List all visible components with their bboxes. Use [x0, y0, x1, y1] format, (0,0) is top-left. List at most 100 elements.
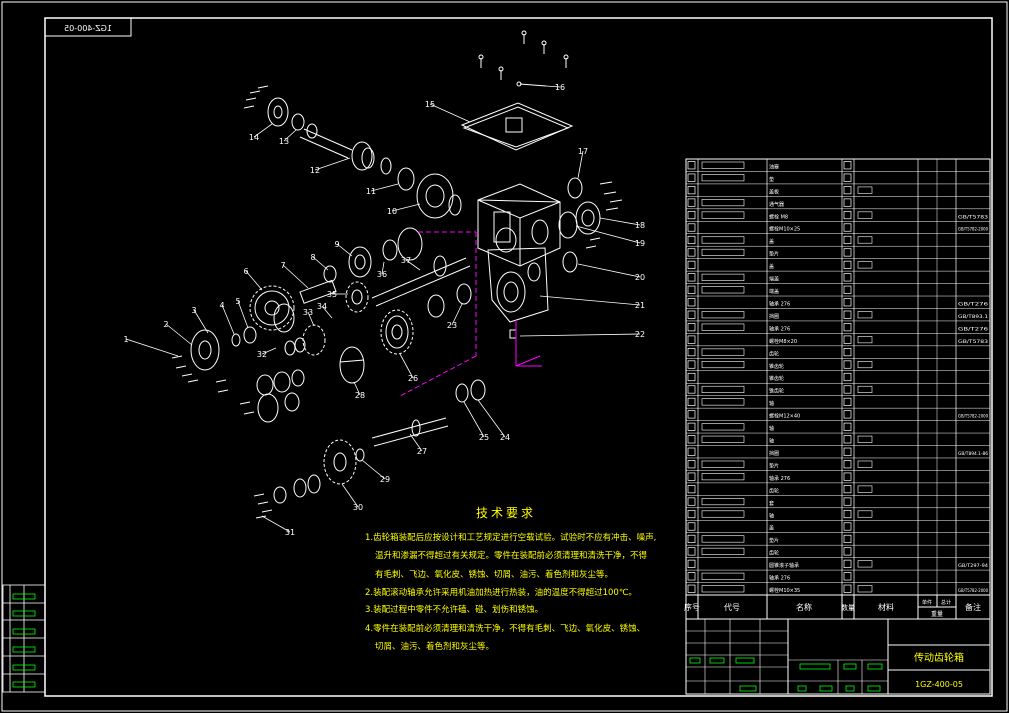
col-seq: 序号	[684, 602, 700, 612]
bom-row: 齿轮	[687, 485, 873, 494]
gearbox-housing	[477, 183, 561, 323]
bom-name: 齿轮	[769, 487, 779, 494]
bom-code-cell	[701, 498, 745, 506]
bom-seq-cell	[687, 509, 696, 519]
bom-material-cell	[857, 261, 873, 269]
col-remarks: 备注	[965, 602, 981, 612]
bom-qty-cell	[843, 572, 852, 581]
bom-name: 盖板	[769, 188, 779, 195]
bom-code-cell	[701, 572, 745, 580]
bom-name: 锥齿轮	[769, 363, 784, 370]
bom-row: 轴承 276	[687, 472, 852, 482]
gear-33	[302, 324, 326, 356]
leader-line-16	[545, 85, 561, 88]
bom-standard: GB/T5782-2000	[958, 588, 988, 594]
bom-seq-cell	[687, 348, 696, 357]
part-label-35: 35	[327, 290, 337, 299]
part-label-6: 6	[243, 267, 248, 276]
bom-name: 盖	[769, 238, 774, 245]
bom-name: 螺栓M10×25	[769, 226, 800, 233]
bom-qty-cell	[843, 584, 852, 593]
bom-material-cell	[857, 361, 873, 369]
bom-seq-cell	[687, 497, 696, 506]
bom-row: 油塞	[687, 161, 852, 170]
shaft-27	[371, 417, 449, 447]
bom-code-cell	[701, 510, 745, 518]
bom-code-cell	[701, 435, 745, 443]
part-label-17: 17	[578, 147, 588, 156]
bolts-left	[215, 379, 255, 415]
bom-row: 轴	[687, 509, 873, 519]
bom-seq-cell	[687, 323, 696, 332]
breather	[505, 117, 523, 133]
bom-code-cell	[701, 174, 745, 182]
part-label-14: 14	[249, 133, 259, 142]
bom-code-cell	[701, 473, 745, 481]
leader-line-8	[312, 256, 329, 271]
bom-qty-cell	[843, 435, 852, 444]
bom-seq-cell	[687, 385, 696, 394]
leader-line-33	[307, 311, 315, 327]
bom-row: 套	[687, 497, 852, 507]
leader-line-26	[399, 353, 414, 379]
bom-name: 轴	[769, 512, 774, 519]
col-name: 名称	[796, 602, 812, 612]
bom-qty-cell	[843, 559, 852, 568]
part-label-12: 12	[310, 166, 320, 175]
bom-name: 盖	[769, 525, 774, 532]
bom-qty-cell	[843, 497, 852, 506]
leader-line-20	[577, 263, 641, 278]
leader-line-19	[575, 225, 641, 244]
col-qty: 数量	[841, 603, 855, 612]
bom-standard: GB/T5782-2000	[958, 414, 988, 420]
bom-row: 锥齿轮	[687, 372, 852, 382]
gear-26	[380, 309, 414, 355]
bom-seq-cell	[687, 435, 696, 444]
gear-35	[345, 281, 369, 313]
part-label-26: 26	[408, 374, 418, 383]
bom-qty-cell	[843, 173, 852, 182]
bom-name: 螺栓M10×35	[769, 587, 800, 594]
leader-line-15	[429, 103, 471, 123]
part-label-7: 7	[280, 261, 285, 270]
part-label-5: 5	[235, 297, 240, 306]
end-cover-10	[416, 173, 454, 219]
col-material: 材料	[878, 602, 894, 612]
bom-name: 锥齿轮	[769, 388, 784, 395]
leader-line-12	[314, 157, 351, 171]
part-label-22: 22	[635, 330, 645, 339]
part-label-11: 11	[366, 187, 376, 196]
bom-seq-cell	[687, 410, 696, 419]
bom-seq-cell	[687, 447, 696, 456]
bom-row: 垫片	[687, 534, 852, 544]
ring-29	[355, 448, 365, 462]
title-block: 传动齿轮箱 1GZ-400-05	[685, 618, 991, 695]
drawing-number: 1GZ-400-05	[915, 680, 963, 689]
bom-row: 通气器	[687, 198, 852, 208]
bom-seq-cell	[687, 335, 696, 344]
bom-code-cell	[701, 273, 745, 281]
bom-seq-cell	[687, 161, 696, 170]
part-label-23: 23	[447, 321, 457, 330]
bom-code-cell	[701, 161, 745, 169]
bom-material-cell	[857, 311, 873, 319]
bom-qty-cell	[843, 198, 852, 207]
tech-req-line: 切屑、油污、着色剂和灰尘等。	[375, 641, 494, 652]
right-bolts	[585, 181, 623, 249]
leader-line-5	[237, 300, 249, 329]
bom-row: 轴承 276	[687, 572, 852, 582]
bom-name: 通气器	[769, 201, 784, 208]
bom-code-cell	[701, 398, 745, 406]
part-label-37: 37	[401, 256, 411, 265]
bom-row: 螺栓M10×35 GB/T5782-2000	[687, 584, 988, 594]
end-cover-14	[267, 97, 289, 127]
leader-lines	[125, 85, 641, 533]
bom-row: 端盖	[687, 285, 852, 295]
bom-seq-cell	[687, 572, 696, 581]
bom-seq-cell	[687, 559, 696, 568]
bom-name: 轴承 276	[769, 575, 790, 582]
bom-name: 螺栓M8×20	[769, 338, 797, 345]
part-label-32: 32	[257, 350, 267, 359]
